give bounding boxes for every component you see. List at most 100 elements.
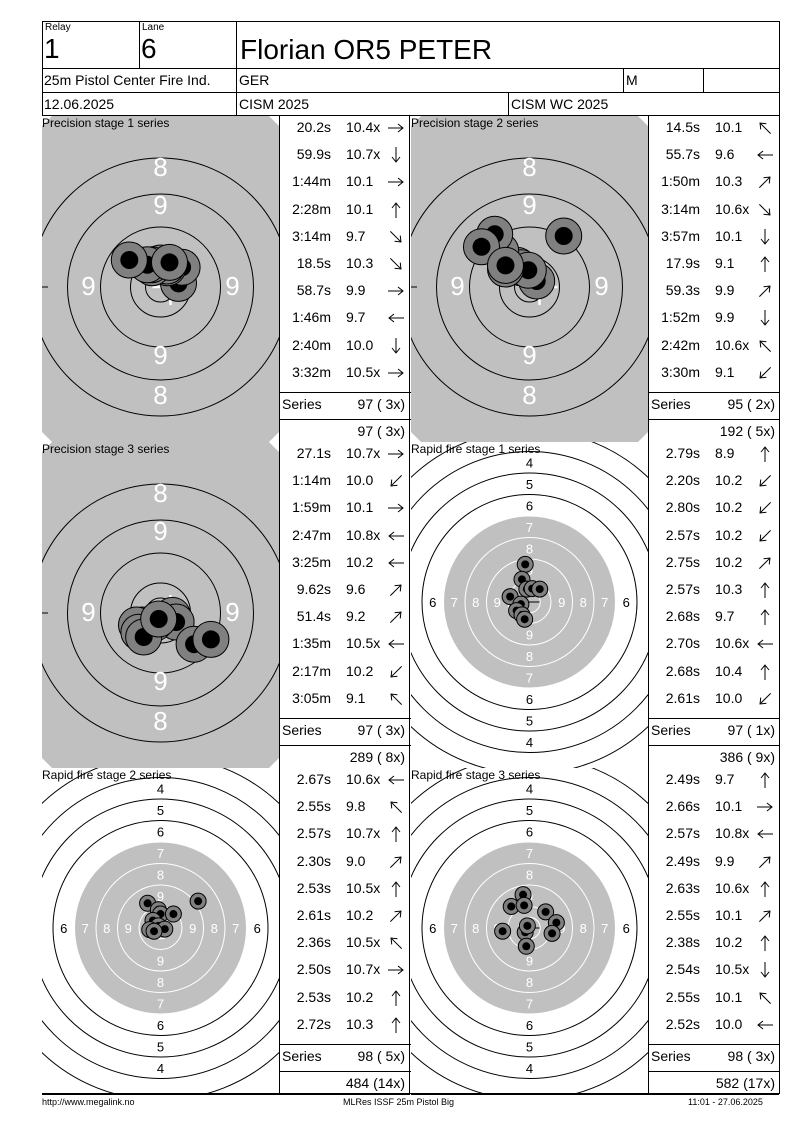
direction-arrow-icon <box>758 856 771 868</box>
direction-arrow-icon <box>760 880 770 897</box>
direction-arrow-icon <box>388 178 404 187</box>
ring-number: 4 <box>157 1061 164 1076</box>
ring-number: 5 <box>526 713 533 728</box>
footer-timestamp: 11:01 - 27.06.2025 <box>688 1097 763 1107</box>
shot-hole <box>516 610 534 628</box>
direction-arrow-icon <box>388 558 404 568</box>
ring-number: 5 <box>157 1039 164 1054</box>
series-title: Rapid fire stage 2 series <box>42 768 172 782</box>
shot-time: 2.52s <box>665 1015 700 1032</box>
shot-score: 10.5x <box>346 363 381 380</box>
ring-number: 5 <box>157 803 164 818</box>
shot-time: 2.49s <box>665 852 700 869</box>
shot-time: 2:17m <box>292 662 331 679</box>
direction-arrow-icon <box>757 802 773 812</box>
shot-hole <box>531 580 549 598</box>
direction-arrow-icon <box>388 640 404 649</box>
ring-number: 7 <box>157 846 164 861</box>
shot-hole <box>537 903 555 921</box>
direction-arrow-icon <box>389 611 402 624</box>
shot-row: 2.57s 10.7x <box>280 824 411 851</box>
shot-score: 10.2 <box>346 988 374 1005</box>
ring-number: 5 <box>526 803 533 818</box>
event-name: 25m Pistol Center Fire Ind. <box>44 72 211 88</box>
direction-arrow-icon <box>758 910 771 923</box>
footer-url[interactable]: http://www.megalink.no <box>42 1097 135 1107</box>
ring-number: 9 <box>522 190 536 220</box>
direction-arrow-icon <box>760 582 770 598</box>
ring-number: 7 <box>451 921 458 936</box>
series-total: 98 ( 5x) <box>357 1048 405 1064</box>
shot-score: 9.9 <box>715 282 735 299</box>
shot-score: 10.1 <box>715 907 743 923</box>
ring-number: 7 <box>601 595 608 610</box>
shot-score: 10.5x <box>346 934 381 951</box>
ring-number: 9 <box>526 953 533 968</box>
shot-score: 10.3 <box>715 173 743 190</box>
shot-time: 2.38s <box>665 934 700 951</box>
ring-number: 9 <box>225 597 239 627</box>
shot-time: 2.57s <box>296 825 331 842</box>
shot-time: 2.66s <box>665 798 700 815</box>
ring-number: 6 <box>526 692 533 707</box>
shot-time: 2.53s <box>296 988 331 1005</box>
direction-arrow-icon <box>757 640 773 649</box>
ring-number: 8 <box>522 380 536 410</box>
shot-time: 2:47m <box>292 526 331 543</box>
ring-number: 8 <box>472 921 479 936</box>
direction-arrow-icon <box>391 826 401 843</box>
shot-score: 10.6x <box>715 336 750 353</box>
shot-score: 10.0 <box>715 689 743 706</box>
shot-score: 10.4 <box>715 662 743 679</box>
shot-score: 10.6x <box>715 879 750 896</box>
direction-arrow-icon <box>388 504 404 513</box>
footer-software: MLRes ISSF 25m Pistol Big <box>343 1097 455 1107</box>
shot-time: 2:42m <box>661 336 700 353</box>
shot-time: 2.72s <box>296 1015 331 1032</box>
direction-arrow-icon <box>759 992 772 1004</box>
shot-time: 17.9s <box>665 255 700 271</box>
ring-number: 9 <box>81 597 95 627</box>
direction-arrow-icon <box>388 531 404 540</box>
shot-hole <box>192 620 230 658</box>
ring-number: 9 <box>450 271 464 301</box>
ring-number: 8 <box>157 867 164 882</box>
direction-arrow-icon <box>388 286 404 296</box>
shot-score: 10.5x <box>715 961 750 978</box>
ring-number: 6 <box>623 595 630 610</box>
shot-row: 2.55s 10.1 <box>649 906 780 933</box>
series-title: Precision stage 1 series <box>42 116 170 130</box>
shot-score: 9.0 <box>346 852 366 869</box>
shot-time: 27.1s <box>296 445 331 461</box>
shot-time: 2.55s <box>665 907 700 923</box>
ring-number: 9 <box>522 340 536 370</box>
shot-score: 10.7x <box>346 825 381 842</box>
direction-arrow-icon <box>391 1016 401 1033</box>
direction-arrow-icon <box>757 830 773 839</box>
direction-arrow-icon <box>390 475 403 487</box>
series-total: 97 ( 3x) <box>357 722 405 738</box>
